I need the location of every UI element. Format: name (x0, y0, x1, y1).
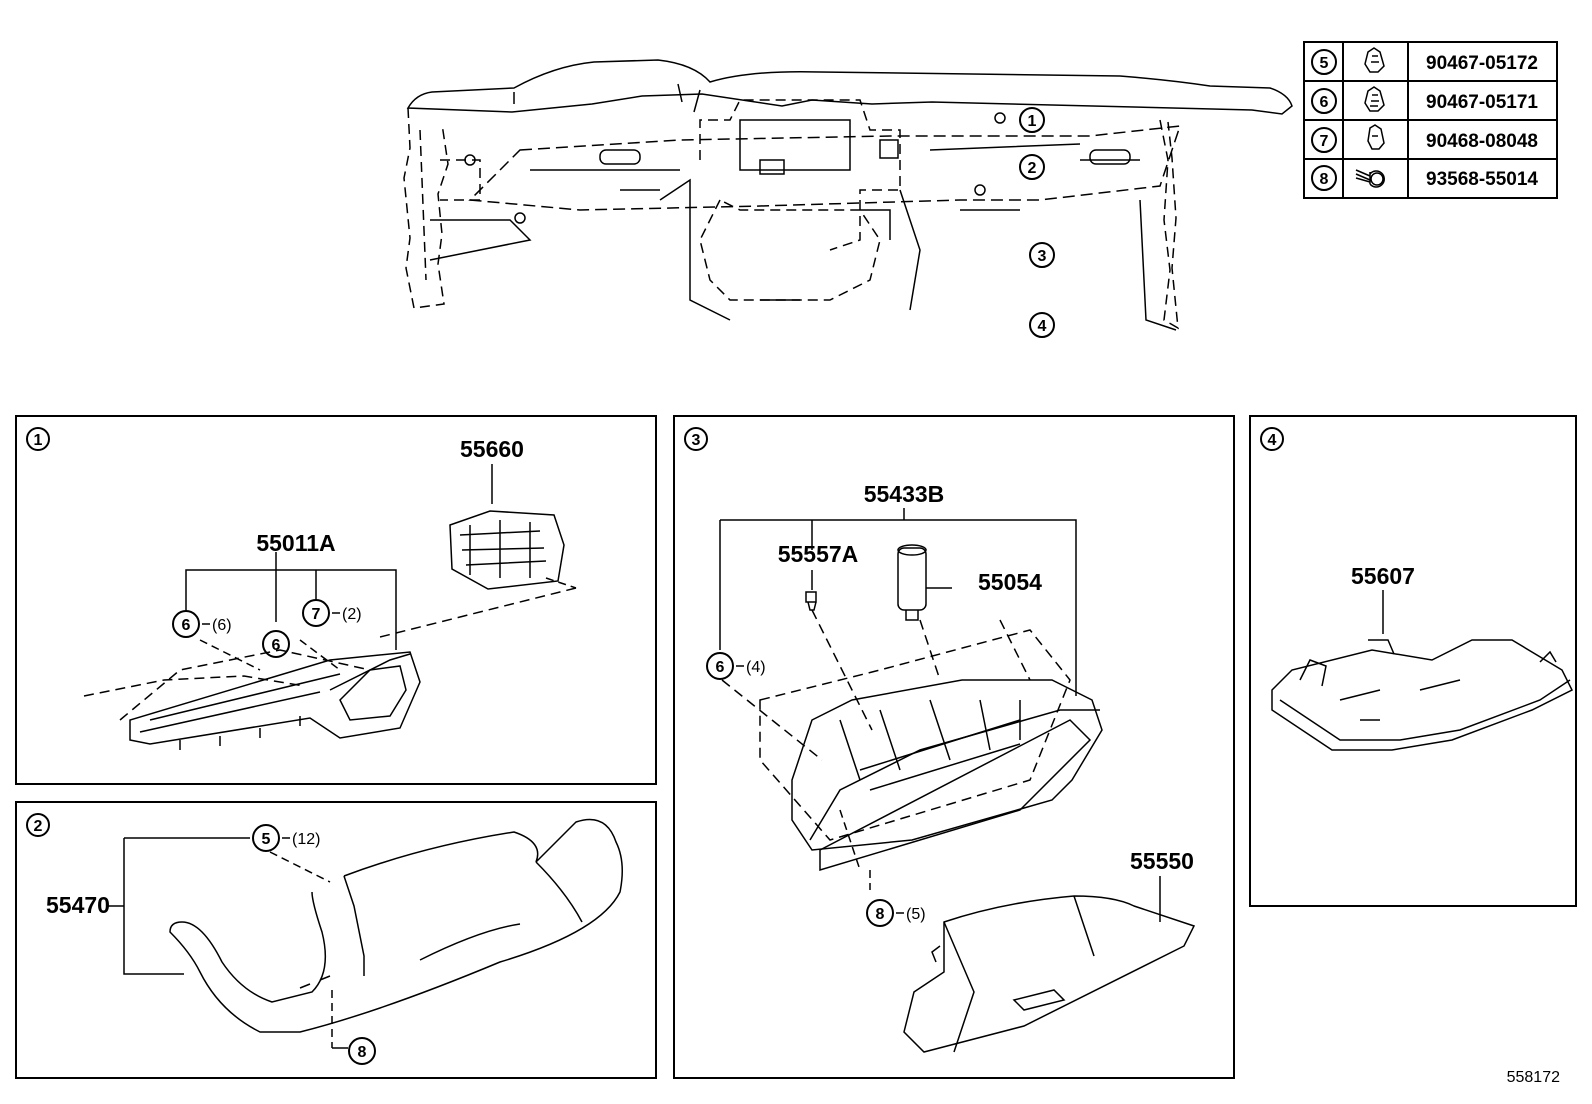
callout-circle (866, 899, 894, 927)
callout-circle (252, 824, 280, 852)
screw-head-icon (1370, 172, 1384, 186)
legend-ref: 6 (1320, 94, 1329, 111)
panel-ref: 1 (34, 432, 43, 449)
callout-circle (684, 427, 708, 451)
under-cover-drawing (1271, 639, 1574, 751)
panel-frame (15, 801, 657, 1079)
fastener-ref-7: 7 (312, 606, 321, 623)
callout-circle (1260, 427, 1284, 451)
part-label-55011A: 55011A (256, 530, 335, 556)
glove-box-door-assembly-drawing (721, 609, 1103, 890)
panel-2: 2 55470 5 (12) 8 (15, 801, 657, 1079)
legend-ref: 7 (1320, 133, 1329, 150)
center-cluster-panel-drawing (83, 639, 421, 750)
panel-frame (673, 415, 1235, 1079)
part-label-55433B: 55433B (864, 481, 945, 507)
callout-circle (1019, 107, 1045, 133)
legend-ref: 8 (1320, 171, 1329, 188)
callout-circle (172, 610, 200, 638)
callout-circle (26, 813, 50, 837)
fastener-qty-6: (4) (746, 659, 766, 676)
switch-unit-drawing (449, 510, 577, 590)
overview-callout-2: 2 (1028, 160, 1037, 177)
steering-column-cover-drawing (169, 818, 623, 1033)
fastener-ref-6: 6 (716, 659, 725, 676)
overview-callout-1: 1 (1028, 113, 1037, 130)
panel-1: 1 55660 55011A 6 (6) 7 (2) 6 (15, 415, 657, 785)
part-label-55470: 55470 (46, 892, 110, 918)
fastener-ref-6a: 6 (182, 617, 191, 634)
panel-3: 3 55433B 55557A 55054 6 (4) 8 (5) (673, 415, 1235, 1079)
callout-circle (706, 652, 734, 680)
fastener-qty-8: (5) (906, 906, 926, 923)
callout-circle (26, 427, 50, 451)
callout-circle (348, 1037, 376, 1065)
part-label-55557A: 55557A (778, 541, 859, 567)
callout-circle (1311, 88, 1337, 114)
fastener-ref-5: 5 (262, 831, 271, 848)
legend-part-number: 90467-05172 (1426, 53, 1538, 74)
fastener-qty-5: (12) (292, 831, 320, 848)
part-label-55607: 55607 (1351, 563, 1415, 589)
clip-icon (1364, 86, 1385, 112)
legend-row-3: 7 90468-08048 (1311, 124, 1538, 153)
diagram-id: 558172 (1507, 1069, 1560, 1086)
damper-pin-drawing (805, 591, 817, 611)
fastener-ref-8: 8 (358, 1044, 367, 1061)
panel-ref: 4 (1268, 432, 1277, 449)
legend-part-number: 90467-05171 (1426, 92, 1538, 113)
overview-callouts: 1 2 3 4 (1019, 107, 1055, 338)
callout-circle (262, 630, 290, 658)
panel-4: 4 55607 (1249, 415, 1577, 907)
panel-frame (1249, 415, 1577, 907)
part-label-55660: 55660 (460, 436, 524, 462)
legend-part-number: 93568-55014 (1426, 169, 1538, 190)
screw-icon (1355, 169, 1385, 188)
damper-drawing (897, 544, 927, 621)
fastener-ref-6b: 6 (272, 637, 281, 654)
legend-part-number: 90468-08048 (1426, 131, 1538, 152)
clip-icon (1364, 47, 1385, 73)
panel-ref: 3 (692, 432, 701, 449)
part-label-55054: 55054 (978, 569, 1042, 595)
callout-circle (1019, 154, 1045, 180)
callout-circle (1311, 127, 1337, 153)
callout-circle (1029, 242, 1055, 268)
part-label-55550: 55550 (1130, 848, 1194, 874)
dashboard-overview-drawing (403, 59, 1293, 331)
callout-circle (1311, 165, 1337, 191)
fastener-ref-8: 8 (876, 906, 885, 923)
callout-circle (302, 599, 330, 627)
fastener-qty-7: (2) (342, 606, 362, 623)
panel-ref: 2 (34, 818, 43, 835)
glove-box-bin-drawing (903, 895, 1196, 1053)
fastener-qty-6a: (6) (212, 617, 232, 634)
legend-row-1: 5 90467-05172 (1311, 47, 1538, 75)
legend-row-4: 8 93568-55014 (1311, 165, 1538, 191)
callout-circle (1311, 49, 1337, 75)
overview-callout-4: 4 (1038, 318, 1047, 335)
fastener-legend-table (1303, 41, 1558, 199)
panel-frame (15, 415, 657, 785)
legend-row-2: 6 90467-05171 (1311, 86, 1538, 114)
overview-callout-3: 3 (1038, 248, 1047, 265)
clip-icon (1367, 124, 1385, 150)
legend-ref: 5 (1320, 55, 1329, 72)
callout-circle (1029, 312, 1055, 338)
